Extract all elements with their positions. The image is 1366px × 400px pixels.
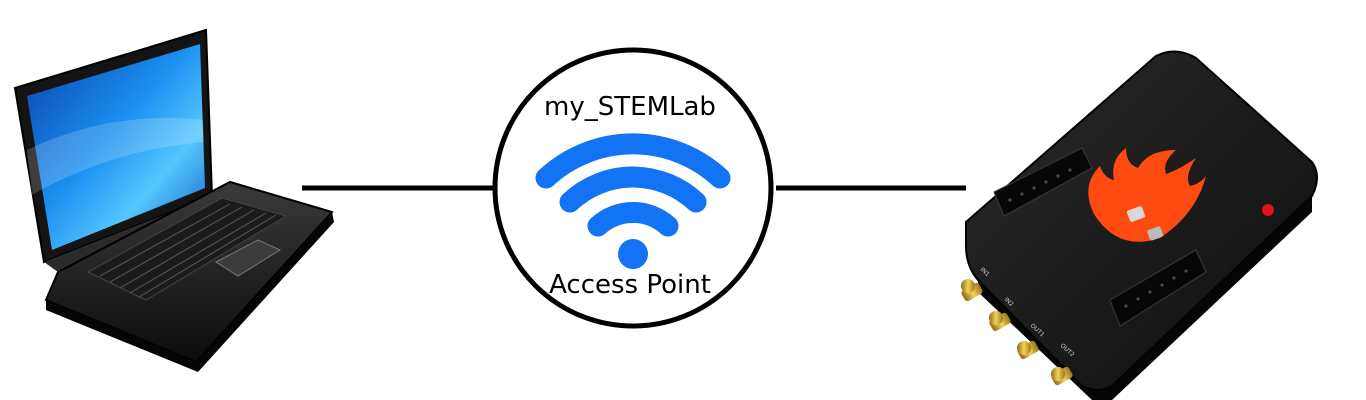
access-point-node: [492, 47, 774, 329]
wifi-dot: [618, 239, 648, 269]
network-mode: Access Point: [549, 270, 711, 300]
flame-logo-icon: [1088, 148, 1206, 242]
network-ssid: my_STEMLab: [544, 92, 716, 122]
redpitaya-board-icon: IN1 IN2 OUT1 OUT2: [961, 50, 1318, 400]
wifi-icon: [535, 133, 731, 237]
status-led: [1262, 204, 1274, 216]
sma-connectors: [961, 279, 1073, 386]
laptop-icon: [13, 28, 334, 372]
